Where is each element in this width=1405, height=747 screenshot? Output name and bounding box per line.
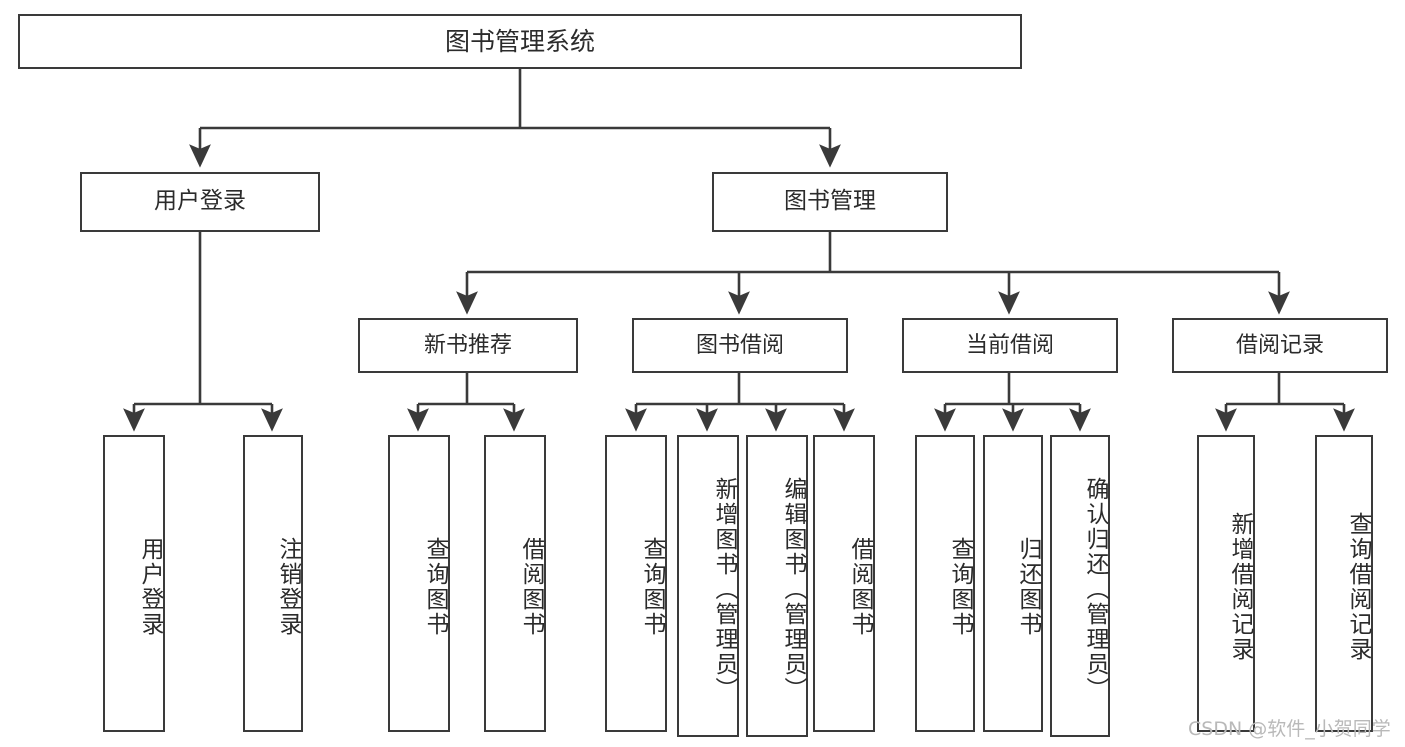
node-leaf-query-record-label: 查询借阅记录 — [1345, 511, 1371, 662]
node-leaf-return-book-label: 归还图书 — [1015, 536, 1041, 637]
node-leaf-borrow-book-2[interactable]: 借阅图书 — [813, 435, 875, 732]
node-leaf-user-login-label: 用户登录 — [137, 536, 163, 637]
node-leaf-query-book-2-label: 查询图书 — [639, 536, 665, 637]
node-leaf-confirm-return-label: 确认归还（管理员） — [1082, 476, 1108, 702]
node-user-login[interactable]: 用户登录 — [80, 172, 320, 232]
node-root[interactable]: 图书管理系统 — [18, 14, 1022, 69]
node-leaf-borrow-book-1[interactable]: 借阅图书 — [484, 435, 546, 732]
node-leaf-return-book[interactable]: 归还图书 — [983, 435, 1043, 732]
node-book-borrow[interactable]: 图书借阅 — [632, 318, 848, 373]
node-leaf-add-book[interactable]: 新增图书（管理员） — [677, 435, 739, 737]
node-book-manage-label: 图书管理 — [784, 188, 876, 215]
node-borrow-record[interactable]: 借阅记录 — [1172, 318, 1388, 373]
node-leaf-confirm-return[interactable]: 确认归还（管理员） — [1050, 435, 1110, 737]
node-leaf-query-book-1-label: 查询图书 — [422, 536, 448, 637]
node-leaf-logout-label: 注销登录 — [275, 536, 301, 637]
node-book-borrow-label: 图书借阅 — [695, 332, 784, 358]
node-current-borrow[interactable]: 当前借阅 — [902, 318, 1118, 373]
node-leaf-edit-book-label: 编辑图书（管理员） — [780, 476, 806, 702]
node-leaf-query-book-2[interactable]: 查询图书 — [605, 435, 667, 732]
node-leaf-user-login[interactable]: 用户登录 — [103, 435, 165, 732]
node-leaf-add-record-label: 新增借阅记录 — [1227, 511, 1253, 662]
node-leaf-logout[interactable]: 注销登录 — [243, 435, 303, 732]
node-leaf-query-book-3[interactable]: 查询图书 — [915, 435, 975, 732]
node-new-book-rec[interactable]: 新书推荐 — [358, 318, 578, 373]
node-leaf-query-book-1[interactable]: 查询图书 — [388, 435, 450, 732]
node-root-label: 图书管理系统 — [444, 26, 595, 56]
node-leaf-query-record[interactable]: 查询借阅记录 — [1315, 435, 1373, 732]
node-borrow-record-label: 借阅记录 — [1235, 332, 1324, 358]
node-leaf-borrow-book-2-label: 借阅图书 — [847, 536, 873, 637]
node-user-login-label: 用户登录 — [154, 188, 246, 215]
node-new-book-rec-label: 新书推荐 — [423, 332, 512, 358]
node-book-manage[interactable]: 图书管理 — [712, 172, 948, 232]
watermark: CSDN @软件_小贺同学 — [1188, 718, 1391, 740]
node-leaf-add-book-label: 新增图书（管理员） — [711, 476, 737, 702]
node-leaf-query-book-3-label: 查询图书 — [947, 536, 973, 637]
node-leaf-add-record[interactable]: 新增借阅记录 — [1197, 435, 1255, 732]
node-current-borrow-label: 当前借阅 — [965, 332, 1054, 358]
node-leaf-edit-book[interactable]: 编辑图书（管理员） — [746, 435, 808, 737]
node-leaf-borrow-book-1-label: 借阅图书 — [518, 536, 544, 637]
